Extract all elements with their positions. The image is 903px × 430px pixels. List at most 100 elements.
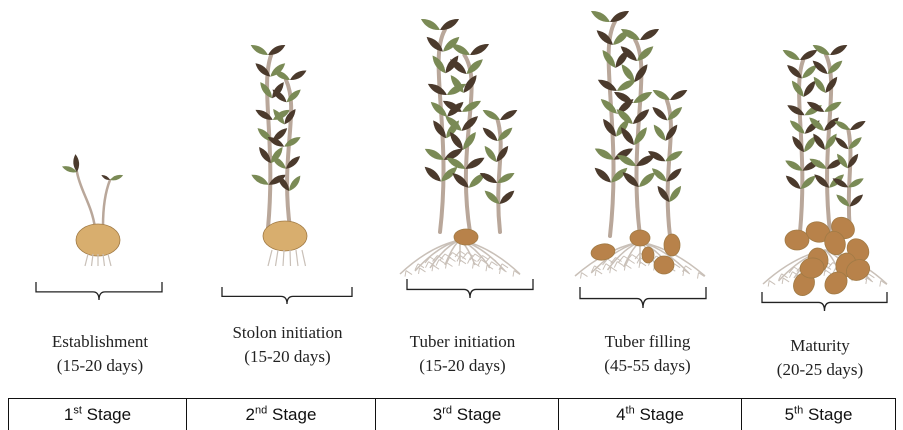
leaf bbox=[786, 103, 807, 119]
stage-table: 1st Stage 2nd Stage 3rd Stage 4th Stage … bbox=[8, 398, 896, 430]
leaf bbox=[638, 26, 661, 43]
root-hair bbox=[595, 270, 602, 276]
stage-3-name: Tuber initiation bbox=[375, 330, 550, 354]
stage-1-plant bbox=[61, 154, 124, 266]
stage-4-duration: (45-55 days) bbox=[560, 354, 735, 378]
stem bbox=[286, 80, 291, 228]
tuber bbox=[785, 230, 809, 250]
leaf bbox=[468, 41, 491, 58]
stage-5-cell: 5th Stage bbox=[742, 399, 896, 430]
leaf bbox=[422, 164, 443, 184]
stage-2-duration: (15-20 days) bbox=[200, 345, 375, 369]
root-hair bbox=[610, 267, 617, 273]
stem bbox=[267, 55, 271, 228]
leaf bbox=[109, 173, 124, 182]
leaf bbox=[790, 134, 807, 154]
tuber bbox=[664, 234, 680, 256]
leaf bbox=[589, 8, 612, 25]
stage-table-row: 1st Stage 2nd Stage 3rd Stage 4th Stage … bbox=[9, 399, 896, 430]
root-hair bbox=[436, 260, 445, 266]
leaf bbox=[664, 148, 685, 164]
leaf bbox=[823, 99, 844, 115]
tuber bbox=[454, 229, 478, 245]
leaf bbox=[482, 144, 499, 164]
stage-1-caption: Establishment (15-20 days) bbox=[15, 330, 185, 378]
stage-2-cell: 2nd Stage bbox=[187, 399, 376, 430]
leaf bbox=[849, 119, 867, 133]
leaf bbox=[845, 152, 860, 170]
tuber bbox=[630, 230, 650, 246]
leaf bbox=[781, 47, 802, 63]
leaf bbox=[822, 132, 839, 152]
stage-1-bracket bbox=[36, 282, 162, 300]
root bbox=[283, 250, 284, 266]
root-hair bbox=[768, 281, 775, 287]
leaf bbox=[438, 16, 461, 33]
stem bbox=[77, 172, 95, 228]
leaf bbox=[828, 42, 849, 58]
root bbox=[92, 254, 94, 266]
leaf bbox=[592, 165, 613, 185]
root bbox=[296, 250, 298, 266]
stage-5-duration: (20-25 days) bbox=[740, 358, 900, 382]
leaf bbox=[600, 117, 619, 139]
leaf bbox=[668, 87, 689, 103]
root-hair bbox=[581, 273, 588, 279]
leaf bbox=[651, 123, 668, 143]
stage-5-caption: Maturity (20-25 days) bbox=[740, 334, 900, 382]
stage-4-name: Tuber filling bbox=[560, 330, 735, 354]
root-hair bbox=[446, 263, 453, 269]
leaf bbox=[250, 172, 271, 188]
stage-3-bracket bbox=[407, 279, 533, 298]
root bbox=[103, 254, 105, 266]
stage-4-caption: Tuber filling (45-55 days) bbox=[560, 330, 735, 378]
root-hair bbox=[624, 265, 631, 271]
stage-3-plant bbox=[400, 16, 520, 277]
leaf bbox=[615, 77, 638, 94]
stage-1-cell: 1st Stage bbox=[9, 399, 187, 430]
leaf bbox=[481, 125, 500, 143]
leaf bbox=[784, 173, 803, 191]
leaf bbox=[430, 118, 449, 140]
leaf bbox=[249, 42, 270, 58]
tuber bbox=[642, 247, 654, 263]
root bbox=[268, 250, 272, 266]
leaf bbox=[788, 118, 807, 136]
stage-3-caption: Tuber initiation (15-20 days) bbox=[375, 330, 550, 378]
stage-4-cell: 4th Stage bbox=[559, 399, 742, 430]
root bbox=[108, 254, 111, 266]
tuber bbox=[654, 256, 674, 274]
root-hair bbox=[468, 258, 477, 264]
root-hair bbox=[614, 262, 623, 268]
stage-5-name: Maturity bbox=[740, 334, 900, 358]
leaf bbox=[450, 170, 471, 190]
leaf bbox=[419, 16, 442, 33]
leaf bbox=[498, 107, 519, 123]
root-hair bbox=[432, 265, 439, 271]
root bbox=[302, 250, 306, 266]
root-hair bbox=[639, 262, 646, 268]
stage-3-cell: 3rd Stage bbox=[376, 399, 559, 430]
stage-2-plant bbox=[249, 42, 308, 266]
root bbox=[276, 250, 279, 266]
leaf bbox=[650, 105, 669, 123]
tuber bbox=[263, 221, 307, 251]
stage-1-name: Establishment bbox=[15, 330, 185, 354]
stage-5-plant bbox=[763, 42, 887, 299]
stem bbox=[667, 100, 671, 236]
stage-3-duration: (15-20 days) bbox=[375, 354, 550, 378]
stage-4-plant bbox=[575, 8, 705, 279]
root bbox=[290, 250, 291, 266]
root-hair bbox=[405, 271, 412, 277]
stem bbox=[103, 180, 110, 226]
stage-4-bracket bbox=[580, 287, 706, 308]
stage-2-bracket bbox=[222, 287, 352, 304]
leaf bbox=[283, 134, 302, 149]
leaf bbox=[254, 107, 275, 123]
root-hair bbox=[782, 278, 789, 284]
stage-2-name: Stolon initiation bbox=[200, 321, 375, 345]
leaf bbox=[631, 125, 650, 147]
root bbox=[85, 254, 88, 266]
leaf bbox=[811, 42, 832, 58]
